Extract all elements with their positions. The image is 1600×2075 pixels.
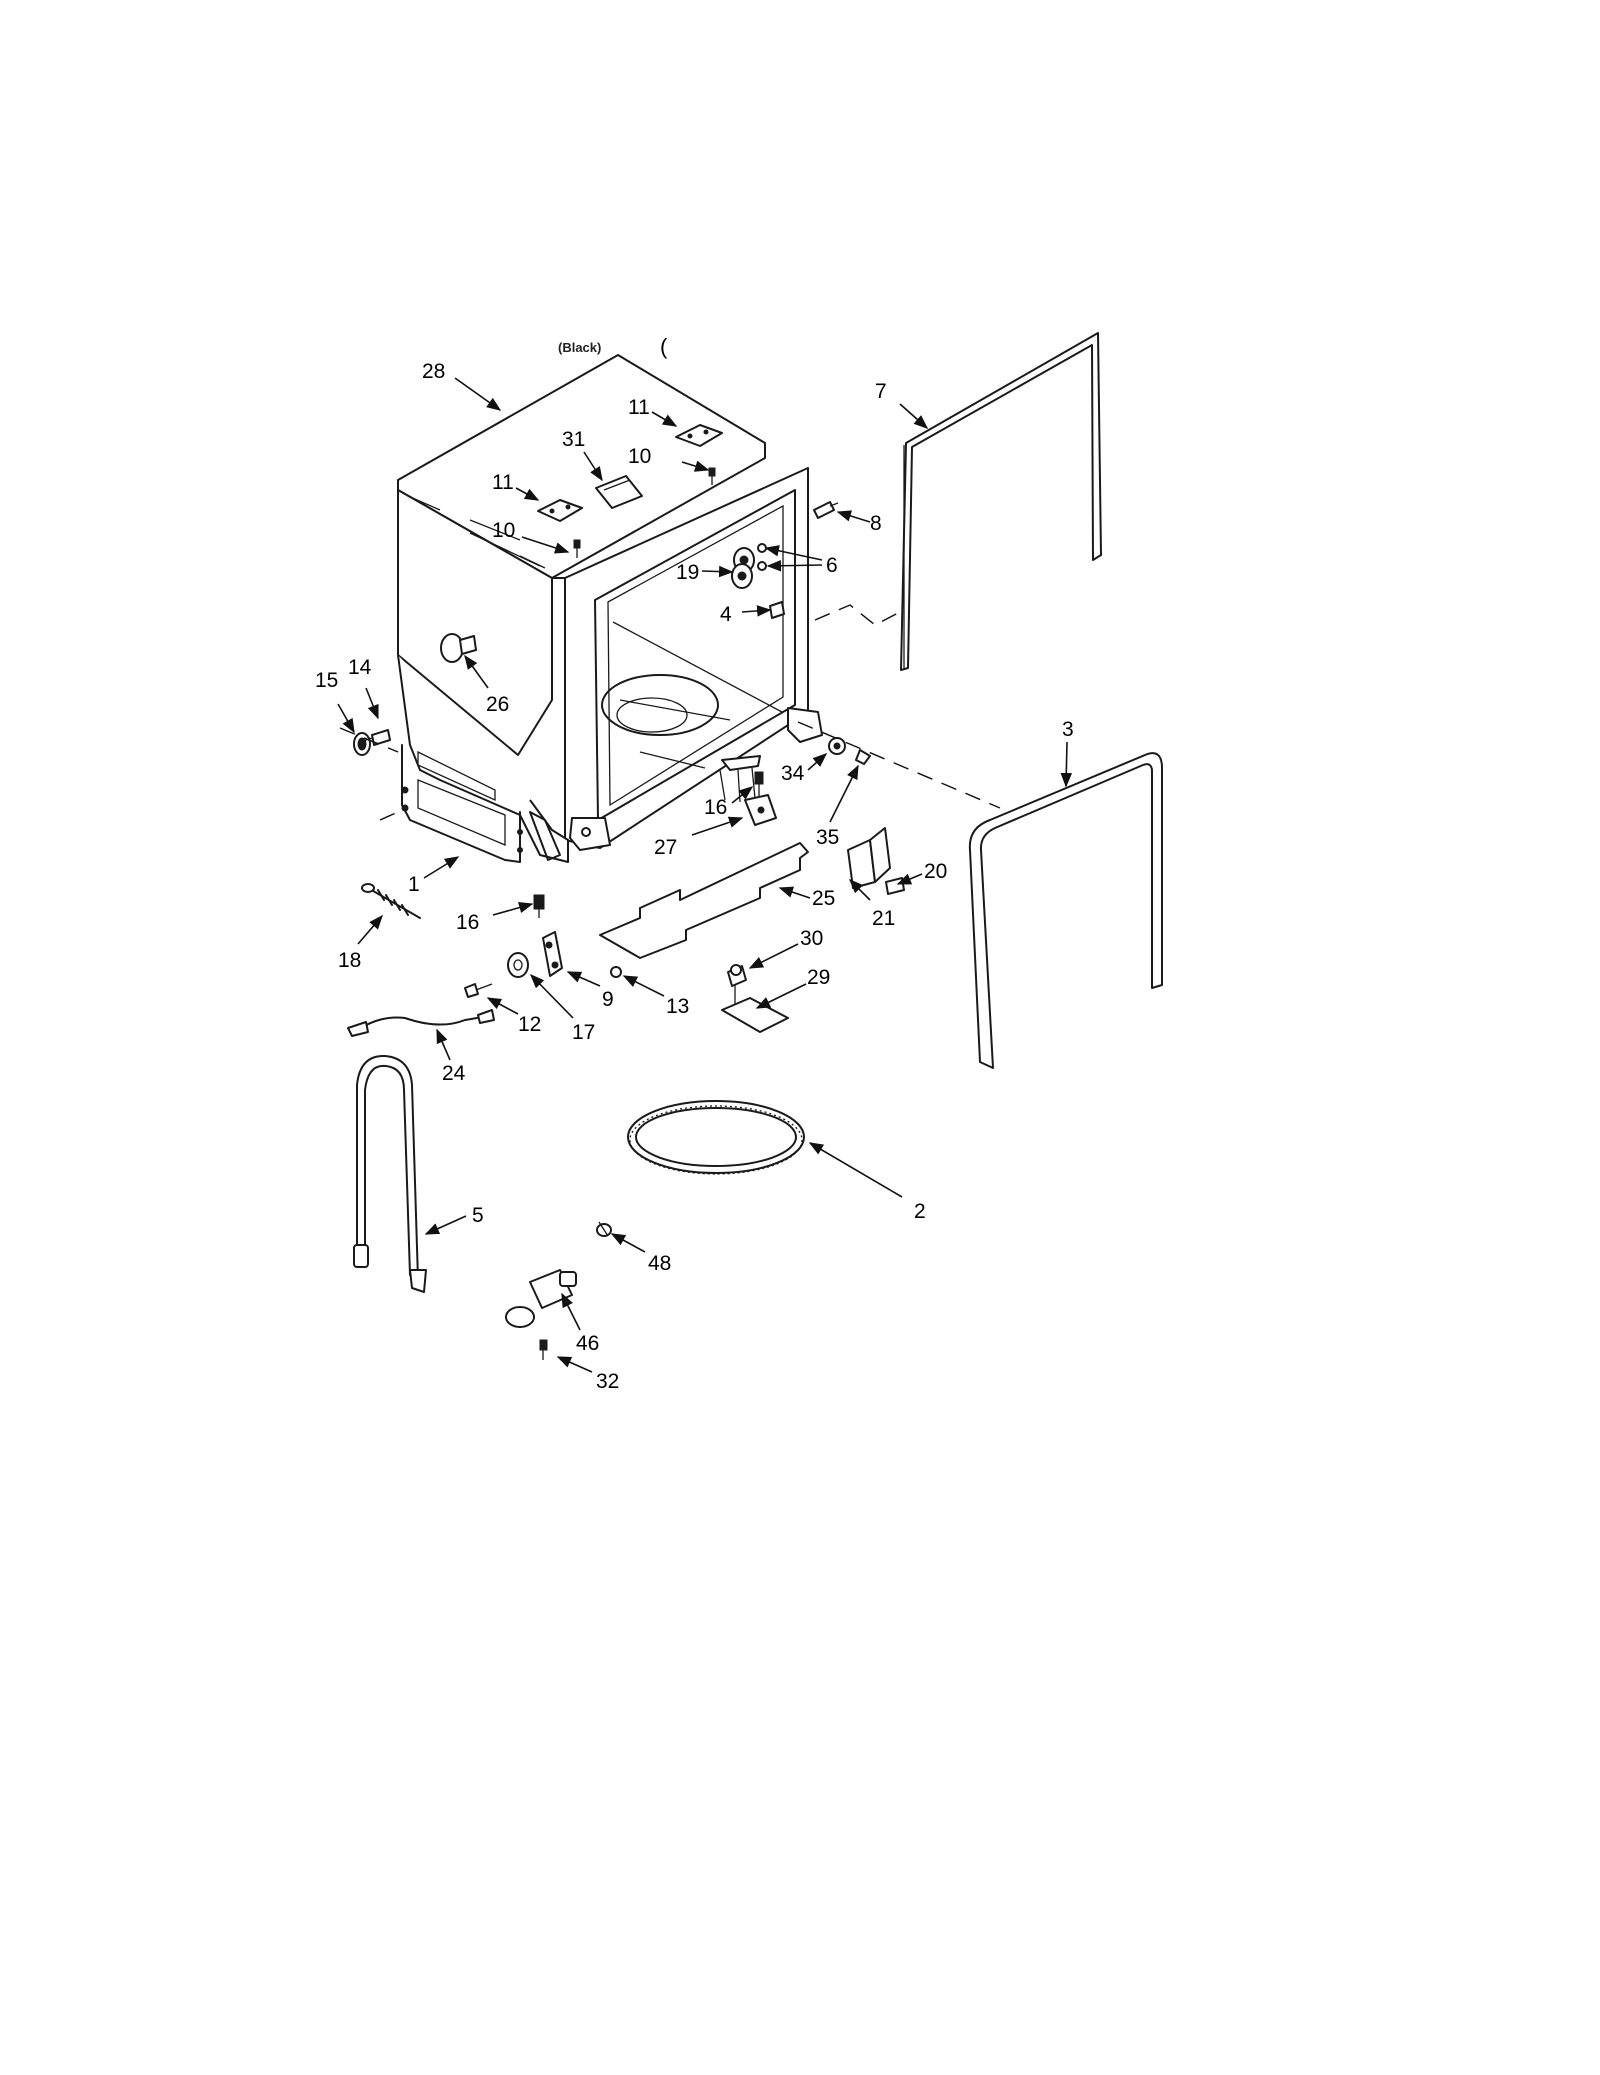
callout-8: 8 — [870, 512, 882, 535]
callout-48: 48 — [648, 1252, 671, 1275]
callout-29: 29 — [807, 966, 830, 989]
bracket-9 — [542, 931, 563, 977]
dash-line-base — [379, 811, 399, 821]
callout-6: 6 — [826, 554, 838, 577]
bracket-21 — [847, 827, 891, 889]
leader-lines — [337, 377, 1073, 1373]
callout-13: 13 — [666, 995, 689, 1018]
callout-14: 14 — [348, 656, 372, 679]
nut-15 — [353, 732, 371, 756]
tub-strip-7 — [900, 332, 1102, 671]
heating-element-5 — [353, 1054, 427, 1293]
ring-gasket-2 — [627, 1100, 805, 1175]
leveling-leg-16-upper — [754, 771, 764, 796]
exploded-parts-diagram: (Black) ( — [315, 332, 1163, 1393]
clip-31 — [595, 475, 643, 509]
screw-35 — [855, 749, 871, 765]
valve-46 — [505, 1269, 577, 1328]
screw-10-lower — [573, 539, 581, 558]
washer-6 — [757, 543, 767, 571]
clamp-48 — [596, 1221, 612, 1237]
screw-12 — [464, 983, 493, 998]
leveling-leg-16-lower — [533, 894, 545, 918]
header-fragment: (Black) — [558, 340, 601, 355]
callout-2: 2 — [914, 1200, 926, 1223]
callout-15: 15 — [315, 669, 338, 692]
callout-7: 7 — [875, 380, 887, 403]
callout-19: 19 — [676, 561, 699, 584]
callout-17: 17 — [572, 1021, 595, 1044]
dash-line-3 — [797, 721, 1001, 809]
callout-4: 4 — [720, 603, 732, 626]
hinge-bracket-11-lower — [537, 499, 583, 522]
callout-24: 24 — [442, 1062, 466, 1085]
screw-10-upper — [708, 467, 716, 485]
callout-10-lower: 10 — [492, 519, 515, 542]
header-mark: ( — [660, 334, 668, 359]
callout-10-upper: 10 — [628, 445, 651, 468]
bumper-26 — [440, 633, 477, 663]
callout-27: 27 — [654, 836, 677, 859]
callout-21: 21 — [872, 907, 895, 930]
wheel-17 — [507, 952, 529, 978]
bracket-29 — [721, 985, 789, 1033]
callout-12: 12 — [518, 1013, 541, 1036]
callout-16-upper: 16 — [704, 796, 727, 819]
callout-9: 9 — [602, 988, 614, 1011]
callout-labels: 28 7 11 31 10 11 10 8 6 19 4 15 14 26 3 … — [315, 360, 1074, 1393]
spacer-4 — [769, 601, 785, 619]
screw-14 — [359, 729, 391, 746]
callout-5: 5 — [472, 1204, 484, 1227]
bracket-27 — [744, 794, 777, 826]
screw-32 — [539, 1339, 548, 1360]
callout-20: 20 — [924, 860, 947, 883]
callout-34: 34 — [781, 762, 805, 785]
wire-24 — [347, 1009, 495, 1037]
hinge-bracket-11-upper — [675, 424, 723, 447]
screw-8 — [813, 501, 839, 519]
callout-11-upper: 11 — [628, 396, 650, 419]
callout-3: 3 — [1062, 718, 1074, 741]
callout-31: 31 — [562, 428, 585, 451]
dishwasher-tub — [397, 354, 823, 863]
star-washer-34 — [828, 737, 846, 755]
screw-20 — [885, 877, 905, 895]
callout-28: 28 — [422, 360, 445, 383]
roller-19 — [731, 547, 755, 589]
callout-35: 35 — [816, 826, 839, 849]
door-gasket-3 — [968, 752, 1163, 1069]
spring-18 — [361, 883, 421, 919]
callout-46: 46 — [576, 1332, 599, 1355]
callout-11-lower: 11 — [492, 471, 514, 494]
toe-plate-25 — [599, 842, 809, 959]
callout-18: 18 — [338, 949, 361, 972]
nut-13 — [610, 966, 622, 978]
dash-line-7 — [814, 604, 901, 626]
callout-25: 25 — [812, 887, 835, 910]
callout-32: 32 — [596, 1370, 619, 1393]
callout-16-lower: 16 — [456, 911, 479, 934]
thermostat-30 — [727, 964, 747, 987]
callout-30: 30 — [800, 927, 823, 950]
callout-26: 26 — [486, 693, 509, 716]
callout-1: 1 — [408, 873, 420, 896]
